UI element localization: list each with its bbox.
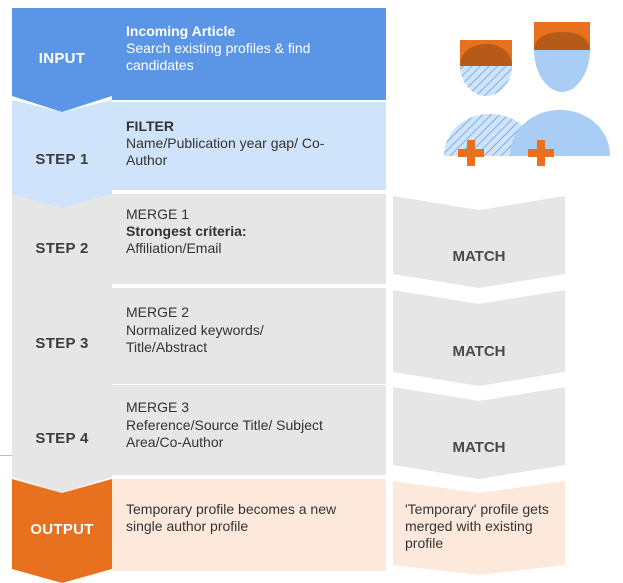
divider-line	[0, 455, 12, 456]
step3-chevron-shape	[12, 286, 112, 400]
output-merged-panel: 'Temporary' profile gets merged with exi…	[393, 481, 565, 575]
step2-match-label: MATCH	[452, 248, 506, 265]
output-chevron: OUTPUT	[12, 479, 112, 583]
input-chevron: INPUT	[12, 8, 112, 112]
step4-label: STEP 4	[35, 430, 89, 447]
step3-panel: MERGE 2 Normalized keywords/ Title/Abstr…	[112, 288, 386, 384]
step4-match-shape	[393, 387, 565, 479]
step1-text: Name/Publication year gap/ Co-Author	[126, 135, 325, 168]
output-chevron-shape	[12, 479, 112, 583]
step2-title: MERGE 1	[126, 206, 190, 222]
plus-icon	[528, 140, 554, 166]
input-chevron-shape	[12, 8, 112, 112]
authors-illustration	[444, 22, 610, 166]
output-panel: Temporary profile becomes a new single a…	[112, 479, 386, 571]
step3-match-shape	[393, 290, 565, 386]
step4-title: MERGE 3	[126, 399, 190, 415]
step1-title: FILTER	[126, 118, 174, 134]
step4-chevron: STEP 4	[12, 383, 112, 493]
step1-chevron: STEP 1	[12, 100, 112, 212]
output-merged-text: 'Temporary' profile gets merged with exi…	[405, 501, 549, 551]
step3-chevron: STEP 3	[12, 286, 112, 400]
input-label: INPUT	[38, 50, 86, 67]
step3-match-label: MATCH	[452, 343, 506, 360]
step2-label: STEP 2	[35, 240, 89, 257]
output-merged-shape	[393, 481, 565, 575]
plus-icon	[458, 140, 484, 166]
step3-label: STEP 3	[35, 335, 89, 352]
step4-match-chevron: MATCH	[393, 387, 565, 479]
step2-text: Affiliation/Email	[126, 240, 222, 256]
output-label: OUTPUT	[30, 521, 94, 538]
step4-text: Reference/Source Title/ Subject Area/Co-…	[126, 417, 323, 450]
step3-title: MERGE 2	[126, 304, 190, 320]
step1-panel: FILTER Name/Publication year gap/ Co-Aut…	[112, 102, 386, 190]
step2-subtitle: Strongest criteria:	[126, 223, 247, 239]
input-text: Search existing profiles & find candidat…	[126, 40, 311, 73]
input-title: Incoming Article	[126, 23, 236, 39]
step2-chevron-shape	[12, 194, 112, 302]
step2-match-shape	[393, 196, 565, 288]
step3-text: Normalized keywords/ Title/Abstract	[126, 322, 264, 355]
step2-match-chevron: MATCH	[393, 196, 565, 288]
step4-chevron-shape	[12, 383, 112, 493]
input-panel: Incoming Article Search existing profile…	[112, 8, 386, 100]
step2-chevron: STEP 2	[12, 194, 112, 302]
step2-panel: MERGE 1 Strongest criteria: Affiliation/…	[112, 194, 386, 284]
step4-panel: MERGE 3 Reference/Source Title/ Subject …	[112, 385, 386, 475]
step1-label: STEP 1	[35, 151, 89, 168]
step4-match-label: MATCH	[452, 439, 506, 456]
author-silhouette-icon	[510, 22, 610, 156]
output-text: Temporary profile becomes a new single a…	[126, 501, 337, 534]
step1-chevron-shape	[12, 100, 112, 212]
step3-match-chevron: MATCH	[393, 290, 565, 386]
